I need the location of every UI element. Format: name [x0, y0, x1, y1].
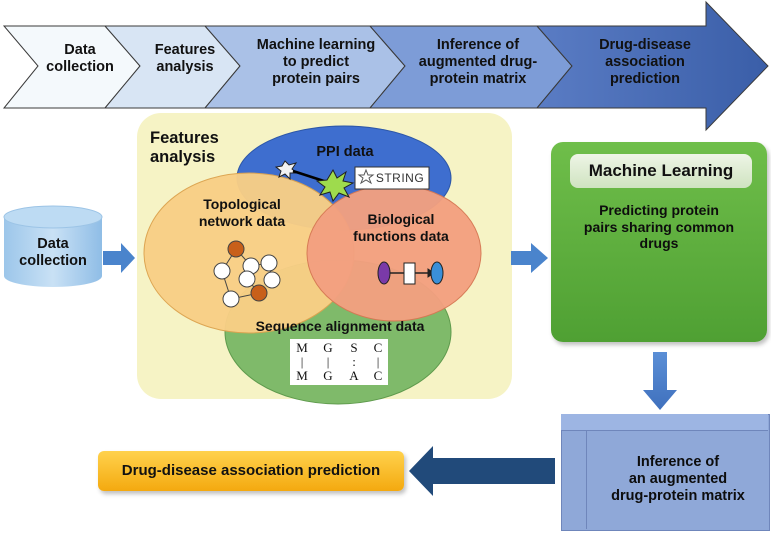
- data-collection-label: Data collection: [19, 236, 87, 270]
- large-protein-star-icon: [315, 168, 355, 203]
- small-protein-star-icon: [274, 160, 299, 181]
- biological-pathway-icon: [377, 261, 444, 285]
- string-logo-box: [354, 166, 430, 190]
- network-graph-icon: [213, 240, 281, 308]
- arrow-to-features: [103, 243, 135, 273]
- sequence-alignment-box: [290, 339, 388, 385]
- database-cylinder-icon: [3, 205, 103, 287]
- drug-disease-prediction-box: Drug-disease association prediction: [98, 451, 404, 491]
- pipeline-step-4-label: Inference of augmented drug- protein mat…: [418, 37, 538, 88]
- pipeline-step-3-label: Machine learning to predict protein pair…: [256, 37, 376, 88]
- seq-bottom-0: M: [296, 368, 308, 383]
- arrow-to-machine-learning: [511, 243, 548, 273]
- seq-top-3: C: [373, 340, 383, 355]
- seq-top-2: S: [350, 340, 358, 355]
- topological-label: Topological network data: [198, 196, 286, 229]
- matrix-header-bar: [561, 414, 768, 431]
- biological-label: Biological functions data: [353, 211, 449, 244]
- seq-bottom-2: A: [349, 368, 359, 383]
- seq-top-1: G: [323, 340, 333, 355]
- seq-match-0: |: [300, 354, 304, 369]
- features-analysis-title: Features analysis: [150, 129, 219, 167]
- seq-top-0: M: [296, 340, 308, 355]
- pipeline-step-5-shape: [535, 0, 769, 132]
- string-logo-icon: [357, 168, 375, 185]
- machine-learning-title: Machine Learning: [570, 154, 752, 188]
- pipeline-step-2-label: Features analysis: [154, 42, 216, 76]
- pipeline-step-1-label: Data collection: [46, 42, 114, 76]
- arrow-to-matrix: [643, 352, 677, 410]
- seq-match-2: :: [352, 354, 356, 369]
- seq-bottom-3: C: [373, 368, 383, 383]
- matrix-label: Inference of an augmented drug-protein m…: [611, 454, 745, 505]
- string-logo-text: STRING: [375, 171, 425, 185]
- pipeline-step-5-label: Drug-disease association prediction: [599, 37, 691, 88]
- biological-ellipse: [306, 184, 482, 322]
- seq-match-1: |: [326, 354, 330, 369]
- seq-bottom-1: G: [323, 368, 333, 383]
- arrow-to-prediction: [409, 446, 555, 496]
- machine-learning-description: Predicting protein pairs sharing common …: [583, 202, 735, 252]
- sequence-alignment-label: Sequence alignment data: [255, 318, 425, 334]
- matrix-drug-column: [561, 430, 587, 529]
- ppi-data-label: PPI data: [316, 144, 374, 160]
- seq-match-3: |: [376, 354, 380, 369]
